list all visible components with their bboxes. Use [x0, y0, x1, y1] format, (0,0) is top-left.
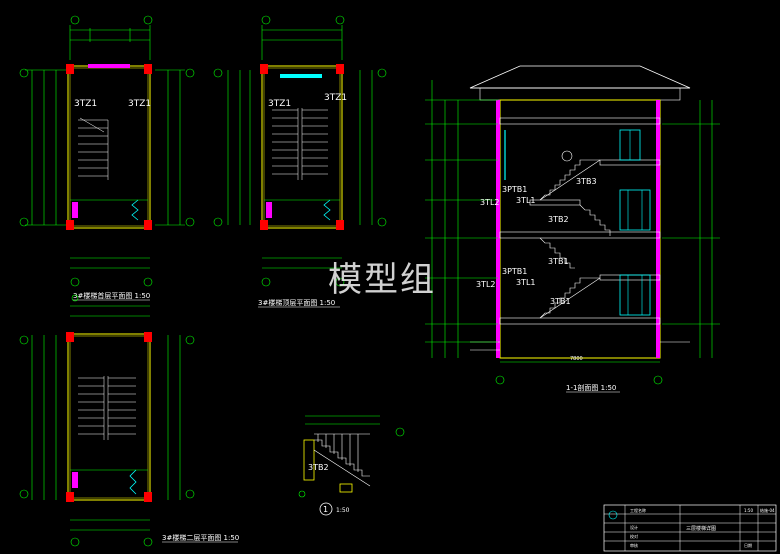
- tb-date: 日期: [744, 542, 752, 548]
- detail-number: 1: [323, 505, 328, 514]
- label-3tz1-d: 3TZ1: [324, 93, 347, 103]
- detail-scale: 1:50: [336, 507, 350, 514]
- second-floor-plan: 3#楼梯二层平面图 1:50: [19, 294, 239, 547]
- label-3tz1-a: 3TZ1: [74, 99, 97, 109]
- label-3tb2: 3TB2: [548, 215, 569, 224]
- tb-approver: 审核: [630, 542, 638, 548]
- ground-plan-title: 3#楼梯首层平面图 1:50: [73, 291, 150, 300]
- tb-designer: 设计: [630, 524, 638, 530]
- roof-floor-plan: 3TZ1 3TZ1 3#楼梯顶层平面图 1:50: [213, 15, 387, 308]
- tb-drawing: 三层楼梯详图: [686, 525, 716, 532]
- label-3tb1: 3TB1: [548, 257, 569, 266]
- second-plan-title: 3#楼梯二层平面图 1:50: [162, 533, 239, 542]
- tb-project: 工程名称: [630, 507, 646, 513]
- label-3ptb1-b: 3PTB1: [502, 267, 527, 276]
- section-1-1: 7800 3TB3 3TB2 3TB1 3TB1 3PTB1 3PTB1 3TL…: [425, 65, 720, 393]
- section-dim-7800: 7800: [570, 356, 583, 362]
- label-3tz1-b: 3TZ1: [128, 99, 151, 109]
- roof-plan-title: 3#楼梯顶层平面图 1:50: [258, 298, 335, 307]
- stair-detail: 3TB2 1 1:50: [298, 415, 405, 516]
- label-3tb3: 3TB3: [576, 177, 597, 186]
- watermark: 模型组: [328, 260, 436, 300]
- label-3tl2-a: 3TL2: [480, 198, 500, 207]
- label-3tb1-b: 3TB1: [550, 297, 571, 306]
- title-block: 工程名称 三层楼梯详图 1:50 结施-04 设计 校对 审核 日期: [603, 504, 777, 552]
- tb-sheet: 结施-04: [760, 507, 775, 513]
- section-title: 1-1剖面图 1:50: [566, 383, 616, 392]
- label-3tl1-b: 3TL1: [516, 278, 536, 287]
- label-3tb2-detail: 3TB2: [308, 463, 329, 472]
- tb-scale: 1:50: [744, 508, 753, 513]
- label-3ptb1-a: 3PTB1: [502, 185, 527, 194]
- label-3tl1-a: 3TL1: [516, 196, 536, 205]
- label-3tl2-b: 3TL2: [476, 280, 496, 289]
- ground-floor-plan: 3TZ1 3TZ1 3#楼梯首层平面图 1:50: [19, 15, 195, 301]
- label-3tz1-c: 3TZ1: [268, 99, 291, 109]
- tb-checker: 校对: [630, 533, 638, 539]
